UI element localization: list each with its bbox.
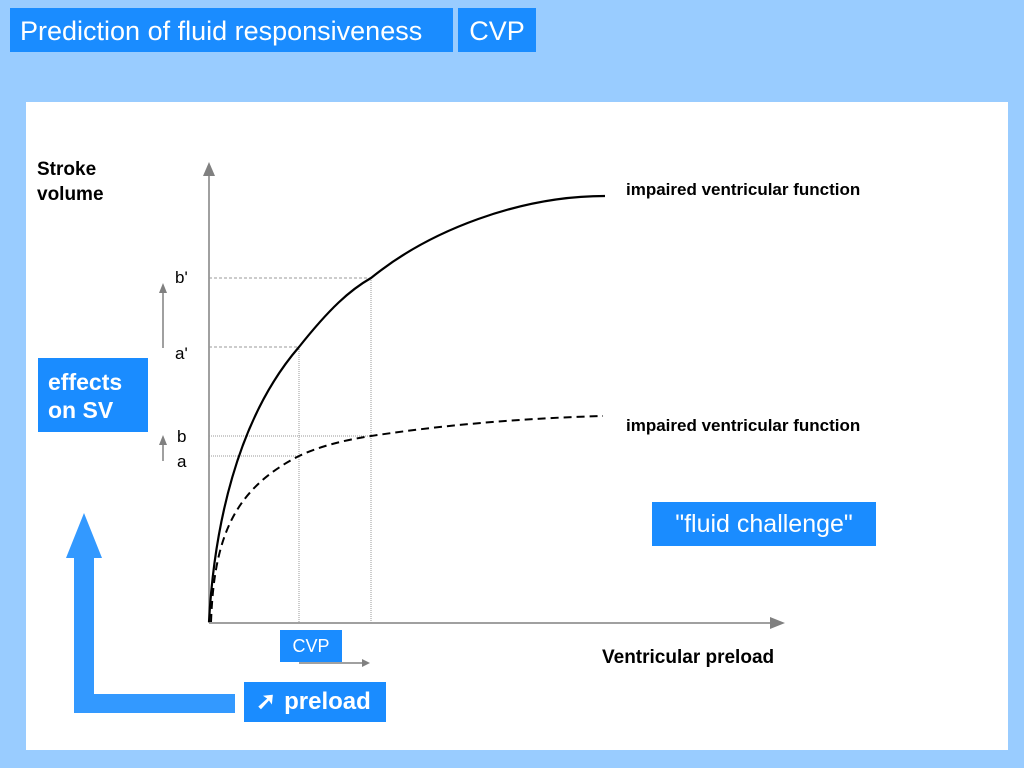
y-axis-label-line2: volume <box>37 184 104 205</box>
preload-label: preload <box>284 688 371 715</box>
label-b: b <box>177 427 186 446</box>
upper-curve-label: impaired ventricular function <box>626 180 860 199</box>
lower-curve <box>210 415 604 623</box>
cvp-arrow-head <box>362 659 370 667</box>
up-right-arrow-icon: ➚ <box>256 688 277 715</box>
diagram-panel <box>26 102 1008 750</box>
x-axis-arrowhead <box>770 617 785 629</box>
x-axis-label: Ventricular preload <box>602 647 774 668</box>
label-a: a <box>177 452 187 471</box>
y-axis-label-line1: Stroke <box>37 159 96 180</box>
effects-line2: on SV <box>48 397 114 423</box>
effects-on-sv-box: effects on SV <box>38 358 148 432</box>
lower-curve-label: impaired ventricular function <box>626 416 860 435</box>
cvp-box: CVP <box>280 630 342 662</box>
fluid-challenge-box: "fluid challenge" <box>652 502 876 546</box>
cvp-tag: CVP <box>458 8 536 52</box>
big-l-arrow <box>66 513 235 713</box>
y-axis-arrowhead <box>203 162 215 176</box>
upper-curve <box>207 194 606 623</box>
label-b-prime: b' <box>175 268 188 287</box>
label-a-prime: a' <box>175 344 188 363</box>
sv-arrow-large-head <box>159 283 167 293</box>
preload-box: ➚ preload <box>244 682 386 722</box>
sv-arrow-small-head <box>159 435 167 445</box>
effects-line1: effects <box>48 369 123 395</box>
title-tag: Prediction of fluid responsiveness <box>10 8 453 52</box>
